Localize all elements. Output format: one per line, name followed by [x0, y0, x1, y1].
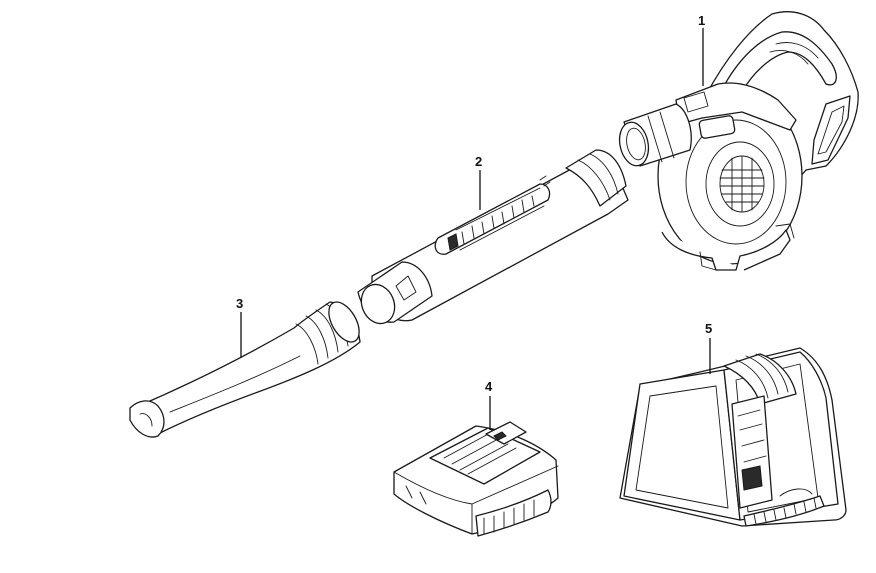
callout-4: 4 — [485, 379, 493, 394]
battery-pack — [393, 421, 559, 537]
label-plate-icon — [447, 187, 545, 251]
extension-tube — [357, 149, 629, 325]
callout-1: 1 — [698, 13, 705, 28]
vent-grille-icon — [719, 155, 765, 213]
callout-5: 5 — [705, 321, 712, 336]
nozzle — [129, 301, 361, 438]
charger — [619, 347, 847, 527]
blower-body — [618, 11, 859, 271]
callout-3: 3 — [236, 296, 243, 311]
callout-2: 2 — [475, 154, 482, 169]
